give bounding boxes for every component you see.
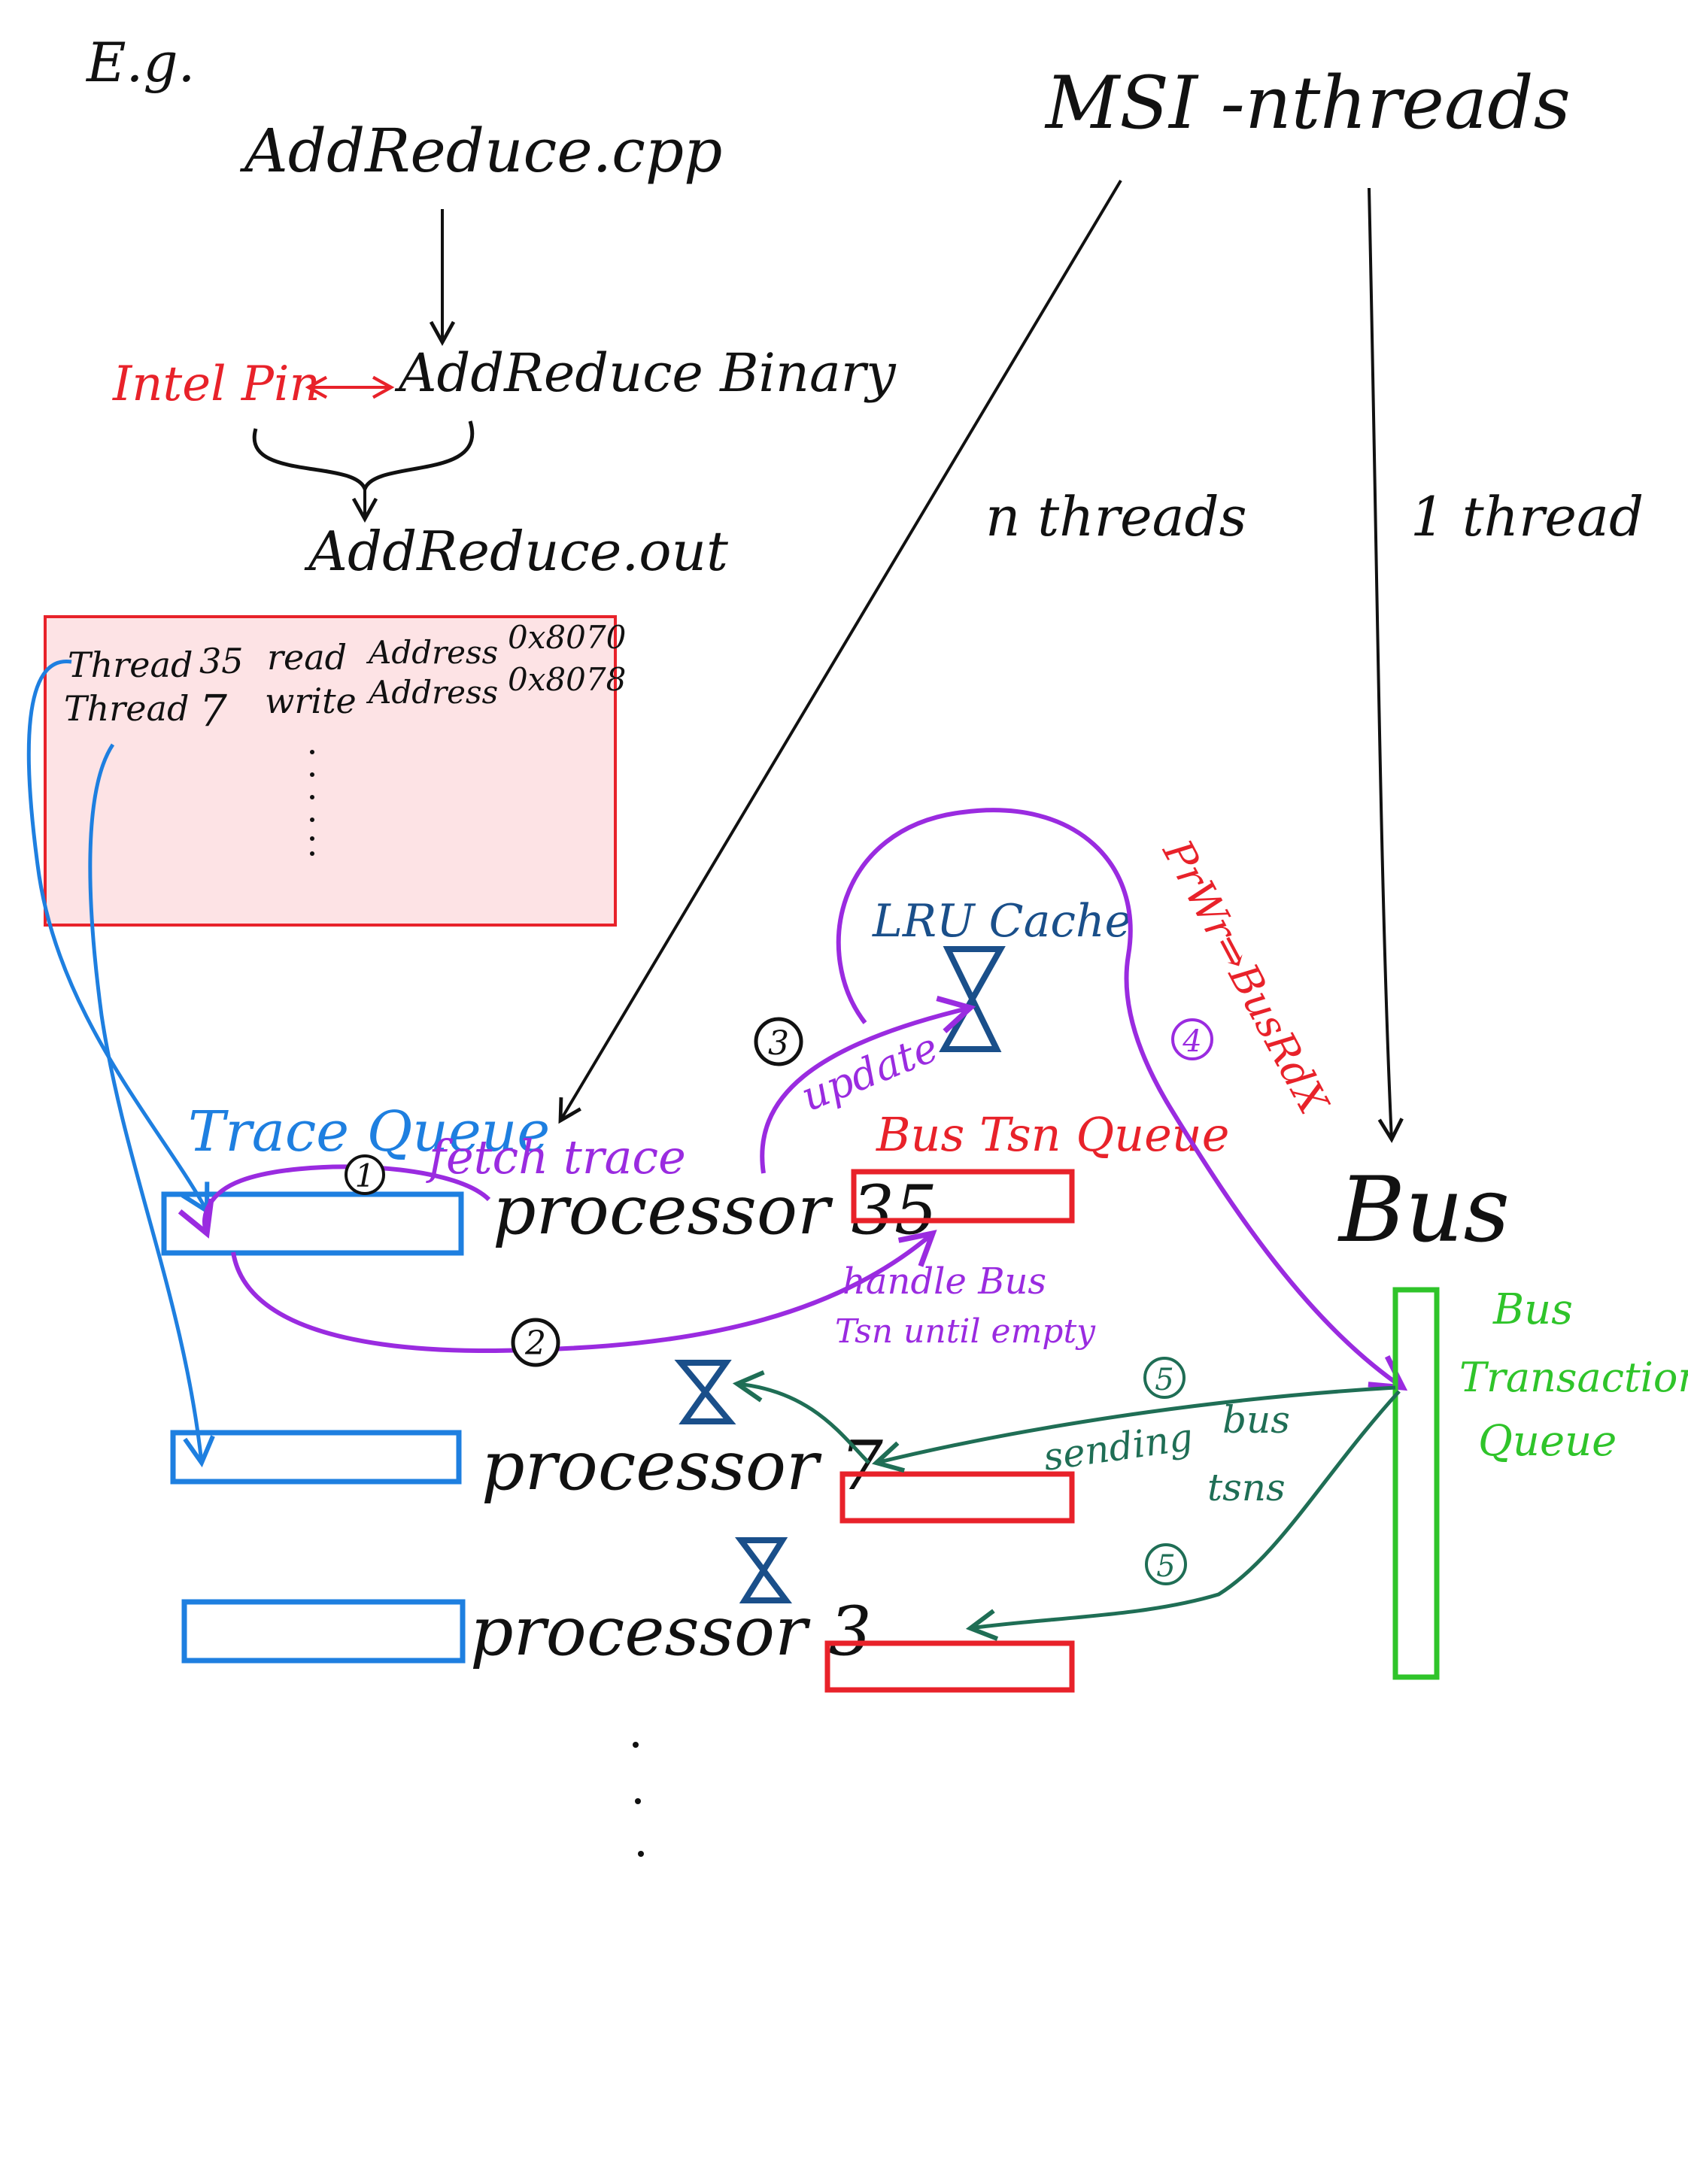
step-5b-badge [1145,1543,1187,1585]
trace-row-op: read [267,637,347,678]
lru-cache-label: LRU Cache [872,895,1131,948]
processor-35-label: processor 35 [493,1171,937,1250]
trace-row-id: 35 [199,641,244,681]
intel-pin-label: Intel Pin [112,356,320,412]
processor-7-label: processor 7 [481,1427,884,1506]
bus-tq-label-3: Queue [1478,1417,1617,1466]
trace-row: Thread 35 read Address 0x8070 [68,619,626,685]
hourglass-icon [735,1537,792,1603]
binary-label: AddReduce Binary [394,342,897,404]
trace-queue-7 [170,1430,462,1485]
arrow-one-thread [1368,187,1404,1143]
one-thread-label: 1 thread [1410,485,1644,548]
trace-queue-label: Trace Queue [188,1100,550,1164]
trace-row: Thread 7 write Address 0x8078 [64,661,626,736]
bus-transaction-queue [1392,1287,1440,1680]
trace-more-dots [310,750,314,856]
msi-title: MSI -nthreads [1044,61,1571,145]
send-bus-tsn-arrow-3 [965,1390,1401,1641]
step-1-number: 1 [355,1157,375,1194]
prwr-label: PrWr⇒BusRdX [1153,832,1338,1124]
step-3-badge [754,1017,803,1066]
update-arrow [760,996,976,1174]
source-file-label: AddReduce.cpp [239,116,722,186]
bus-tsn-queue-label: Bus Tsn Queue [876,1107,1229,1162]
step-2-badge [511,1318,560,1367]
step-4-number: 4 [1182,1024,1201,1059]
trace-row-addr-label: Address [366,674,498,711]
trace-row-thread: Thread [64,688,189,729]
bus-tsn-queue-3 [824,1640,1075,1693]
hourglass-icon [939,946,1006,1052]
trace-feed-arrow-35 [26,660,210,1215]
trace-row-op: write [265,681,357,721]
eg-label: E.g. [85,31,195,94]
hourglass-icon [674,1360,736,1424]
handle-bus-label-1: handle Bus [842,1260,1046,1303]
trace-row-addr: 0x8070 [508,619,626,656]
step-3-number: 3 [768,1024,789,1063]
arrow-n-threads [558,179,1122,1124]
step-5a-badge [1143,1357,1186,1399]
bus-label: Bus [1337,1158,1510,1263]
trace-row-thread: Thread [68,645,193,685]
send-bus-tsn-arrow-7 [871,1385,1396,1473]
trace-queue-35 [161,1191,464,1256]
fetch-trace-label: fetch trace [426,1130,686,1185]
step-5a-number: 5 [1155,1363,1173,1397]
tsns-label: tsns [1207,1466,1286,1509]
step-4-badge [1171,1018,1213,1060]
step-2-number: 2 [524,1324,546,1363]
trace-feed-arrow-7 [88,743,215,1468]
more-processors-dots [633,1742,644,1857]
processor-3-label: processor 3 [470,1592,872,1671]
prwr-busrdx-arrow [836,808,1408,1391]
bus-tsn-queue-35 [851,1169,1075,1224]
trace-row-id: 7 [199,685,227,736]
trace-queue-3 [181,1599,466,1664]
output-file-label: AddReduce.out [304,520,729,583]
handle-bus-label-2: Tsn until empty [835,1312,1096,1351]
step-5b-number: 5 [1156,1549,1175,1584]
trace-row-addr: 0x8078 [508,661,626,698]
brace-to-output [252,420,475,495]
trace-file-box [44,615,617,927]
send-bus-tsn-arrow-7b [732,1370,870,1464]
bus-tq-label-2: Transaction [1459,1354,1688,1401]
n-threads-label: n threads [985,485,1247,548]
fetch-trace-arrow [178,1164,491,1239]
bus-tq-label-1: Bus [1492,1285,1573,1334]
step-1-badge [345,1154,385,1195]
trace-row-addr-label: Address [366,634,498,671]
bus-tsn-queue-7 [839,1471,1075,1524]
bus-word-label: bus [1222,1398,1290,1442]
